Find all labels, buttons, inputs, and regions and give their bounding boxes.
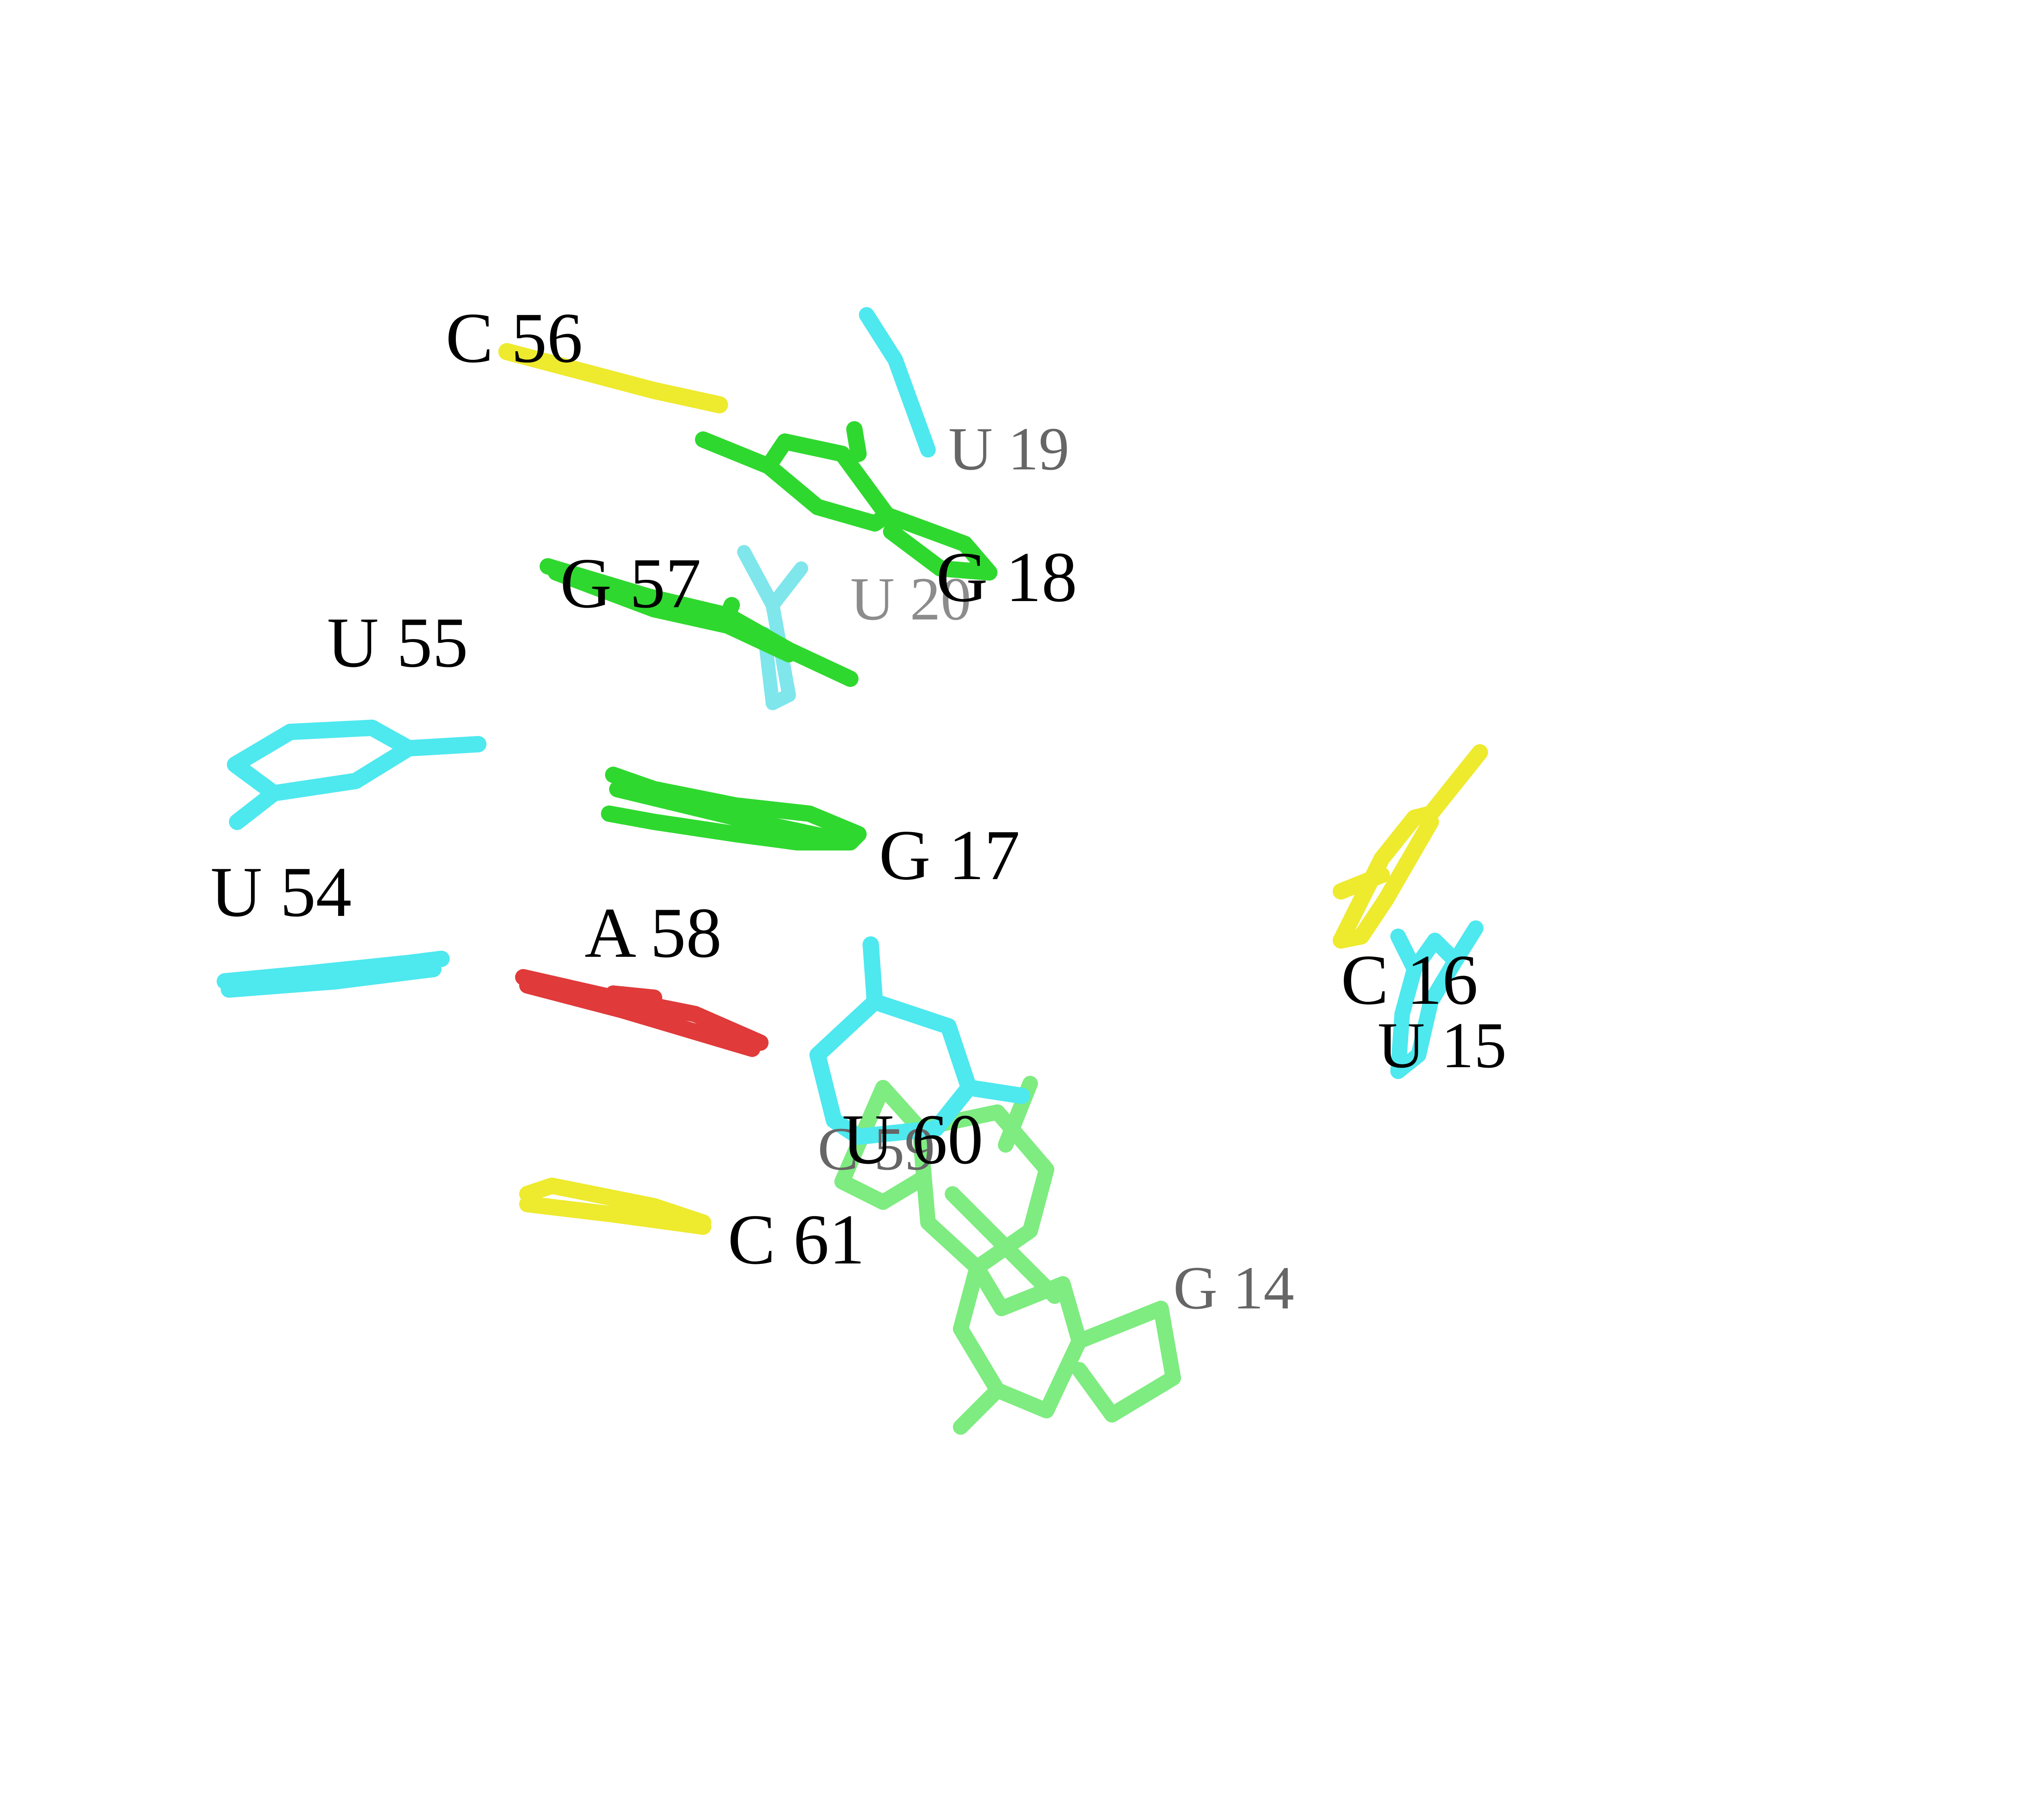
label-u60: U 60	[842, 1099, 983, 1179]
label-g18: G 18	[936, 537, 1077, 617]
a58-base	[515, 969, 769, 1057]
g18-base	[695, 421, 997, 581]
u19-base	[859, 307, 936, 458]
label-c16: C 16	[1341, 940, 1478, 1019]
g57-base	[540, 558, 858, 687]
u55-base	[227, 720, 486, 830]
u54-base	[217, 951, 450, 998]
u15-base	[1390, 920, 1484, 1079]
label-c61: C 61	[728, 1200, 865, 1279]
g14-base	[834, 1076, 1181, 1435]
label-a58: A 58	[585, 893, 722, 972]
label-g57: G 57	[560, 543, 701, 623]
c16-base	[1333, 744, 1488, 949]
label-g14: G 14	[1173, 1254, 1294, 1322]
label-g17: G 17	[879, 815, 1020, 895]
label-u20: U 20	[850, 565, 971, 633]
label-u15: U 15	[1378, 1009, 1507, 1082]
g17-base	[601, 767, 867, 850]
label-u54: U 54	[211, 852, 352, 931]
label-c56: C 56	[446, 298, 583, 377]
c56-base	[498, 343, 728, 413]
label-u19: U 19	[948, 415, 1069, 483]
label-c59: C 59	[818, 1115, 935, 1183]
c61-base	[519, 1178, 711, 1235]
label-u55: U 55	[327, 603, 468, 682]
u60-base	[809, 936, 1030, 1145]
